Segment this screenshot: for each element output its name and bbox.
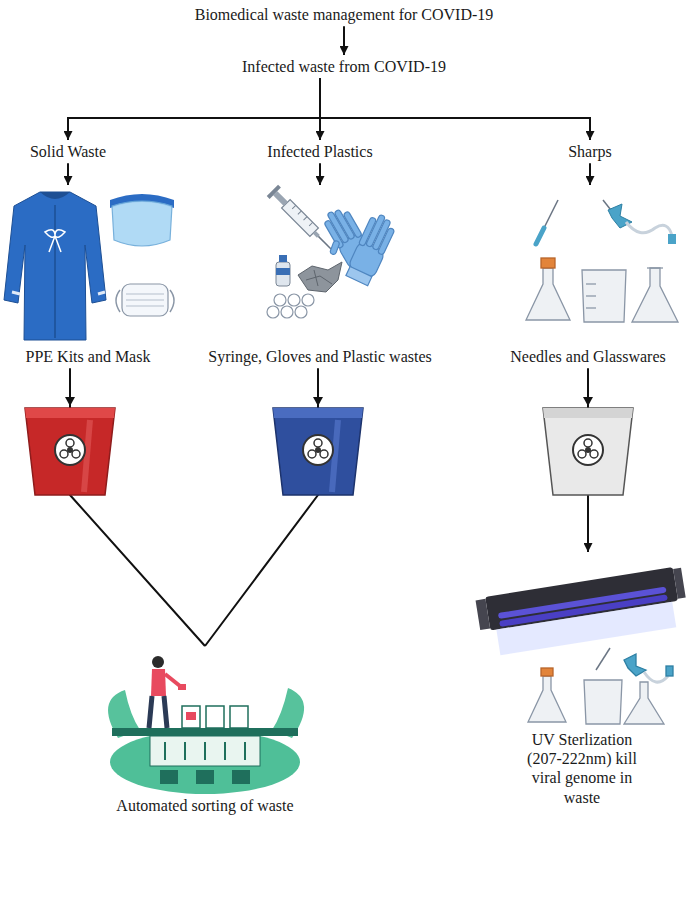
branch-label: Solid Waste (25, 140, 112, 163)
node-label: Solid Waste (29, 142, 108, 161)
ppe-gown (4, 192, 106, 340)
waste-item-node: Needles and Glasswares (505, 185, 671, 368)
process-node: UV Sterlization (207-222nm) kill viral g… (480, 552, 684, 809)
node-label: Biomedical waste management for COVID-19 (194, 5, 495, 24)
flow-arrow (319, 163, 321, 185)
branch-label: Infected Plastics (262, 140, 378, 163)
flow-arrow (589, 163, 591, 185)
flow-arrow (67, 163, 69, 185)
picture-space (509, 187, 667, 347)
node-label: UV Sterlization (207-222nm) kill viral g… (516, 730, 648, 807)
flow-arrow (68, 78, 320, 140)
node-label: Automated sorting of waste (109, 796, 301, 815)
needles (536, 200, 676, 244)
node-label: Syringe, Gloves and Plastic wastes (207, 347, 433, 366)
picture-space (6, 187, 170, 347)
node-label: Sharps (567, 142, 613, 161)
node-label: Infected Plastics (266, 142, 374, 161)
picture-space (109, 648, 301, 796)
white-bin (543, 408, 633, 495)
face-shield (110, 194, 174, 246)
node-label: Needles and Glasswares (509, 347, 667, 366)
blue-bin (273, 408, 363, 495)
red-bin (25, 408, 115, 495)
node-label: Infected waste from COVID-19 (241, 57, 447, 76)
category-node: Infected waste from COVID-19 (237, 55, 451, 78)
glassware (526, 258, 678, 322)
picture-space (207, 187, 433, 347)
sterilized-glassware (528, 648, 673, 724)
flow-arrow (320, 78, 590, 140)
process-node: Automated sorting of waste (105, 646, 305, 817)
face-mask (116, 284, 174, 316)
plastic-waste (267, 255, 342, 318)
biohazard-symbol (55, 435, 603, 465)
waste-item-node: Syringe, Gloves and Plastic wastes (203, 185, 437, 368)
node-label: PPE Kits and Mask (6, 347, 170, 366)
bin-arrowheads (65, 397, 593, 406)
branch-label: Sharps (563, 140, 617, 163)
flow-arrow (343, 26, 345, 55)
heading-node: Biomedical waste management for COVID-19 (190, 3, 499, 26)
sorting-machine (108, 656, 304, 794)
picture-space (484, 554, 680, 730)
waste-item-node: PPE Kits and Mask (2, 185, 174, 368)
uv-lamp (475, 566, 688, 658)
